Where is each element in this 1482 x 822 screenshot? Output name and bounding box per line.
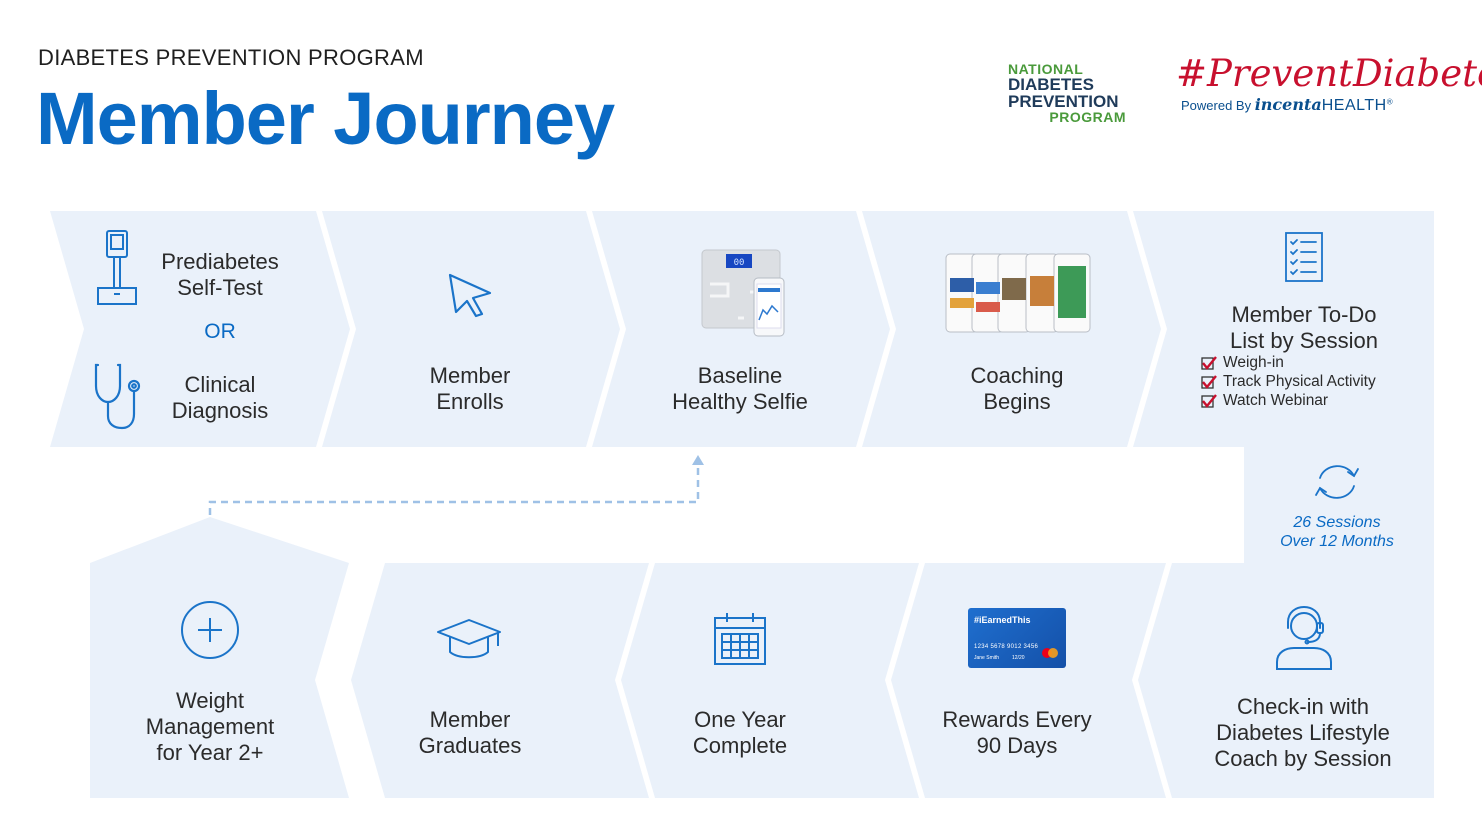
- sessions-line-2: Over 12 Months: [1280, 533, 1394, 550]
- card-name: Jane Smith: [974, 655, 1000, 661]
- ndpp-logo: NATIONAL DIABETES PREVENTION PROGRAM: [1008, 62, 1132, 124]
- todo-item-label: Track Physical Activity: [1223, 373, 1376, 390]
- or-separator: OR: [204, 320, 236, 343]
- ndpp-logo-line4: PROGRAM: [1049, 109, 1126, 125]
- stethoscope-icon: [94, 363, 141, 430]
- checklist-icon: [1285, 232, 1323, 282]
- panel-checkin: [1138, 563, 1434, 798]
- todo-checklist: Weigh-in Track Physical Activity Watch W…: [1201, 353, 1376, 410]
- todo-label-2: List by Session: [1230, 328, 1378, 353]
- health-text: HEALTH: [1321, 97, 1387, 114]
- checkbox-checked-icon: [1201, 394, 1217, 408]
- chevron-selfie: [592, 211, 890, 447]
- weight-label-3: for Year 2+: [156, 740, 264, 765]
- powered-by-text: Powered By: [1181, 98, 1252, 113]
- checkin-label-3: Coach by Session: [1214, 746, 1392, 771]
- chevron-graduates: [351, 563, 649, 798]
- ndpp-logo-line3: PREVENTION: [1008, 92, 1119, 111]
- year-label-2: Complete: [692, 733, 788, 758]
- reward-card-image: #iEarnedThis 1234 5678 9012 3456 Jane Sm…: [968, 608, 1066, 668]
- diagnosis-label-2: Diagnosis: [171, 398, 269, 423]
- card-number: 1234 5678 9012 3456: [974, 644, 1039, 650]
- todo-item: Watch Webinar: [1201, 391, 1376, 410]
- todo-item-label: Watch Webinar: [1223, 392, 1329, 409]
- glucose-meter-icon: [97, 230, 137, 305]
- checkbox-checked-icon: [1201, 375, 1217, 389]
- plus-circle-icon: [181, 601, 239, 659]
- dashed-return-path: [208, 462, 700, 515]
- calendar-icon: [714, 613, 766, 665]
- graduates-label-1: Member: [429, 707, 511, 732]
- weight-label-1: Weight: [175, 688, 245, 713]
- weight-label-2: Management: [145, 714, 275, 739]
- powered-by-line: Powered By incentaHEALTH®: [1176, 95, 1448, 115]
- card-expiry: 12/20: [1012, 655, 1025, 661]
- dashed-arrowhead: [692, 455, 704, 465]
- coaching-label-1: Coaching: [970, 363, 1064, 388]
- todo-item-label: Weigh-in: [1223, 354, 1284, 371]
- cursor-arrow-icon: [448, 273, 492, 318]
- self-test-label-1: Prediabetes: [161, 249, 279, 274]
- app-screens-image: [945, 253, 1091, 333]
- chevron-enrolls: [322, 211, 620, 447]
- panel-weight: [90, 517, 349, 798]
- todo-label-1: Member To-Do: [1231, 302, 1377, 327]
- todo-item: Track Physical Activity: [1201, 372, 1376, 391]
- graduation-cap-icon: [437, 619, 501, 659]
- checkin-label-1: Check-in with: [1236, 694, 1370, 719]
- smart-scale-phone-image: 00: [701, 249, 785, 337]
- selfie-label-1: Baseline: [697, 363, 783, 388]
- headset-person-icon: [1276, 606, 1332, 670]
- chevron-year: [621, 563, 919, 798]
- registered-mark: ®: [1386, 97, 1393, 107]
- card-logo-orange: [1048, 648, 1058, 658]
- rewards-label-2: 90 Days: [976, 733, 1058, 758]
- hashtag-text: #PreventDiabetes: [1176, 52, 1482, 95]
- chevron-self-test: [50, 211, 350, 447]
- diagnosis-label-1: Clinical: [184, 372, 256, 397]
- checkin-label-2: Diabetes Lifestyle: [1216, 720, 1390, 745]
- self-test-label-2: Self-Test: [177, 275, 263, 300]
- prevent-diabetes-logo: #PreventDiabetes Powered By incentaHEALT…: [1176, 52, 1482, 115]
- ndpp-logo-line2: DIABETES: [1008, 75, 1094, 94]
- selfie-label-2: Healthy Selfie: [672, 389, 808, 414]
- chevron-rewards: [891, 563, 1166, 798]
- card-tag: #iEarnedThis: [974, 615, 1031, 625]
- sessions-line-1: 26 Sessions: [1293, 514, 1381, 531]
- checkbox-checked-icon: [1201, 356, 1217, 370]
- incenta-text: incenta: [1254, 95, 1322, 114]
- coaching-label-2: Begins: [983, 389, 1051, 414]
- cycle-arrows-icon: [1315, 465, 1359, 499]
- graduates-label-2: Graduates: [418, 733, 522, 758]
- program-subtitle: DIABETES PREVENTION PROGRAM: [38, 45, 424, 70]
- year-label-1: One Year: [694, 707, 786, 732]
- svg-text:00: 00: [734, 258, 745, 268]
- ndpp-logo-line1: NATIONAL: [1008, 61, 1084, 77]
- card-logo-red: [1042, 648, 1052, 658]
- enrolls-label-2: Enrolls: [436, 389, 504, 414]
- rewards-label-1: Rewards Every: [942, 707, 1092, 732]
- todo-item: Weigh-in: [1201, 353, 1376, 372]
- enrolls-label-1: Member: [429, 363, 511, 388]
- page-title: Member Journey: [36, 77, 615, 160]
